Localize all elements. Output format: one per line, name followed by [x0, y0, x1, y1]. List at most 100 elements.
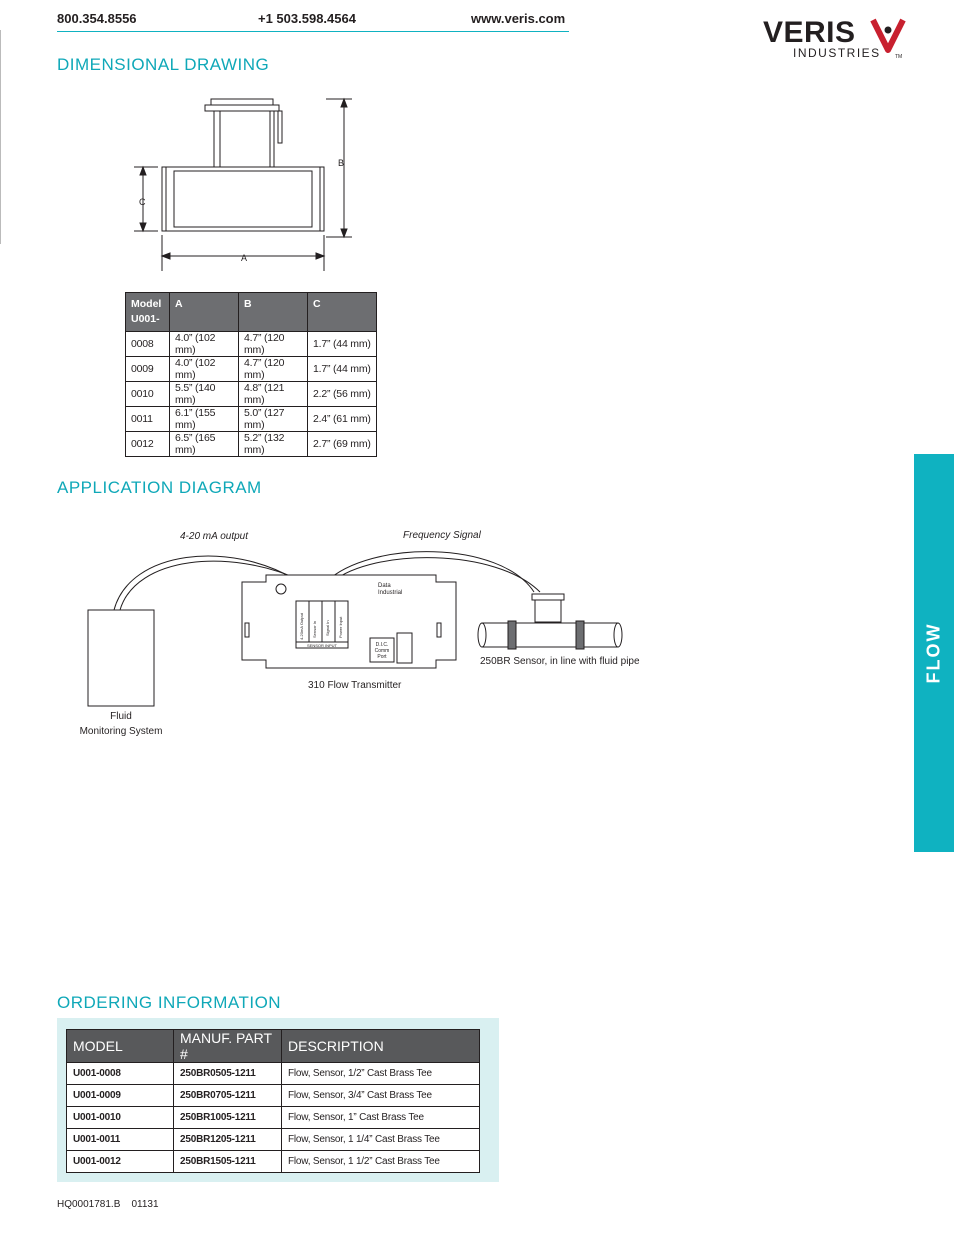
comm-port-line-2: Comm	[375, 648, 390, 654]
cell-model: 0010	[125, 381, 170, 407]
logo-subtitle: INDUSTRIES	[793, 46, 881, 60]
cell-part-number: 250BR0705-1211	[173, 1084, 282, 1107]
cell-part-number: 250BR1505-1211	[173, 1150, 282, 1173]
transmitter-label: 310 Flow Transmitter	[308, 680, 402, 691]
output-cable-2	[119, 560, 301, 611]
table-row: 0011 6.1” (155 mm) 5.0” (127 mm) 2.4” (6…	[125, 406, 377, 432]
cell-description: Flow, Sensor, 3/4” Cast Brass Tee	[281, 1084, 480, 1107]
cell-c: 1.7” (44 mm)	[307, 356, 377, 382]
flow-transmitter	[241, 574, 457, 669]
cell-description: Flow, Sensor, 1 1/4” Cast Brass Tee	[281, 1128, 480, 1151]
cell-part-number: 250BR0505-1211	[173, 1062, 282, 1085]
table-header-row: MODEL MANUF. PART # DESCRIPTION	[66, 1029, 480, 1063]
table-row: U001-0011 250BR1205-1211 Flow, Sensor, 1…	[66, 1128, 480, 1151]
ordering-table: MODEL MANUF. PART # DESCRIPTION U001-000…	[66, 1029, 480, 1173]
cell-model: U001-0011	[66, 1128, 174, 1151]
c-arrow-top	[139, 165, 147, 176]
brand-line-2: Industrial	[378, 590, 402, 596]
tee-body	[161, 166, 325, 232]
cell-a: 4.0” (102 mm)	[169, 356, 239, 382]
cell-a: 4.0” (102 mm)	[169, 331, 239, 357]
a-arrow-left	[160, 252, 171, 260]
phone-number-1[interactable]: 800.354.8556	[57, 11, 137, 26]
cell-part-number: 250BR1205-1211	[173, 1128, 282, 1151]
category-tab-label: FLOW	[923, 622, 944, 684]
b-arrow-top	[340, 97, 348, 108]
cell-a: 5.5” (140 mm)	[169, 381, 239, 407]
cell-b: 4.7” (120 mm)	[238, 356, 308, 382]
column-header-c: C	[307, 292, 377, 332]
contact-bar: 800.354.8556 +1 503.598.4564 www.veris.c…	[57, 8, 569, 32]
category-tab[interactable]: FLOW	[914, 454, 954, 852]
document-code: HQ0001781.B 01131	[57, 1199, 159, 1210]
phone-number-2[interactable]: +1 503.598.4564	[258, 11, 356, 26]
cell-b: 5.2” (132 mm)	[238, 431, 308, 457]
column-header-part-number: MANUF. PART #	[173, 1029, 282, 1063]
application-diagram-title: APPLICATION DIAGRAM	[57, 478, 262, 497]
table-row: U001-0009 250BR0705-1211 Flow, Sensor, 3…	[66, 1084, 480, 1107]
cell-c: 2.2” (56 mm)	[307, 381, 377, 407]
fluid-monitoring-box	[87, 609, 155, 707]
frequency-label: Frequency Signal	[403, 530, 482, 541]
terminal-label-output: 4-20mA Output	[299, 612, 304, 640]
cell-a: 6.1” (155 mm)	[169, 406, 239, 432]
fluid-label-line-1: Fluid	[110, 711, 132, 722]
column-header-a: A	[169, 292, 239, 332]
cell-c: 2.4” (61 mm)	[307, 406, 377, 432]
sensor-stem	[213, 110, 275, 172]
cell-c: 1.7” (44 mm)	[307, 331, 377, 357]
application-diagram: Data Industrial D.I.C. Comm Port 4-20mA …	[80, 530, 640, 737]
dimensional-drawing-title: DIMENSIONAL DRAWING	[57, 55, 270, 74]
a-arrow-right	[315, 252, 326, 260]
terminal-label-signal: Signal In	[325, 620, 330, 636]
sensor-wire	[277, 110, 283, 144]
cell-description: Flow, Sensor, 1” Cast Brass Tee	[281, 1106, 480, 1129]
output-cable-1	[113, 555, 297, 611]
comm-port-line-1: D.I.C.	[376, 642, 389, 648]
dimensional-drawing: B C A	[134, 97, 352, 271]
column-header-b: B	[238, 292, 308, 332]
table-header-row: Model U001- A B C	[125, 292, 377, 332]
cell-model: U001-0012	[66, 1150, 174, 1173]
cell-model: 0011	[125, 406, 170, 432]
table-row: 0010 5.5” (140 mm) 4.8” (121 mm) 2.2” (5…	[125, 381, 377, 407]
logo-dot	[884, 26, 892, 34]
frequency-cable-1	[325, 551, 535, 593]
cell-b: 4.7” (120 mm)	[238, 331, 308, 357]
cell-model: U001-0010	[66, 1106, 174, 1129]
column-header-model: Model U001-	[125, 292, 170, 332]
cell-description: Flow, Sensor, 1 1/2” Cast Brass Tee	[281, 1150, 480, 1173]
cell-description: Flow, Sensor, 1/2” Cast Brass Tee	[281, 1062, 480, 1085]
terminal-label-sensor: Sensor In	[312, 621, 317, 638]
cell-b: 5.0” (127 mm)	[238, 406, 308, 432]
cell-part-number: 250BR1005-1211	[173, 1106, 282, 1129]
table-row: 0009 4.0” (102 mm) 4.7” (120 mm) 1.7” (4…	[125, 356, 377, 382]
dimension-label-b: B	[338, 158, 344, 168]
dimensions-table: Model U001- A B C 0008 4.0” (102 mm) 4.7…	[125, 292, 377, 457]
sensor-pipe	[477, 593, 623, 650]
table-row: 0008 4.0” (102 mm) 4.7” (120 mm) 1.7” (4…	[125, 331, 377, 357]
logo-v-mark	[870, 18, 906, 53]
sensor-cap-base	[204, 104, 280, 112]
brand-line-1: Data	[378, 583, 391, 589]
column-header-model: MODEL	[66, 1029, 174, 1063]
cell-model: U001-0008	[66, 1062, 174, 1085]
column-header-description: DESCRIPTION	[281, 1029, 480, 1063]
cell-model: 0009	[125, 356, 170, 382]
cell-c: 2.7” (69 mm)	[307, 431, 377, 457]
output-label: 4-20 mA output	[180, 531, 249, 542]
sensor-cap-top	[210, 98, 274, 106]
comm-port-line-3: Port	[377, 654, 387, 660]
dimension-label-c: C	[139, 197, 146, 207]
cell-model: 0008	[125, 331, 170, 357]
ordering-information-title: ORDERING INFORMATION	[57, 993, 282, 1012]
dimension-label-a: A	[241, 253, 247, 263]
veris-logo: VERIS INDUSTRIES TM	[763, 16, 906, 60]
sensor-label: 250BR Sensor, in line with fluid pipe	[480, 656, 640, 667]
table-row: U001-0008 250BR0505-1211 Flow, Sensor, 1…	[66, 1062, 480, 1085]
cell-a: 6.5” (165 mm)	[169, 431, 239, 457]
website-link[interactable]: www.veris.com	[471, 11, 566, 26]
terminal-bottom-label: SENSOR INPUT	[307, 643, 338, 648]
cell-model: 0012	[125, 431, 170, 457]
b-arrow-bottom	[340, 228, 348, 239]
